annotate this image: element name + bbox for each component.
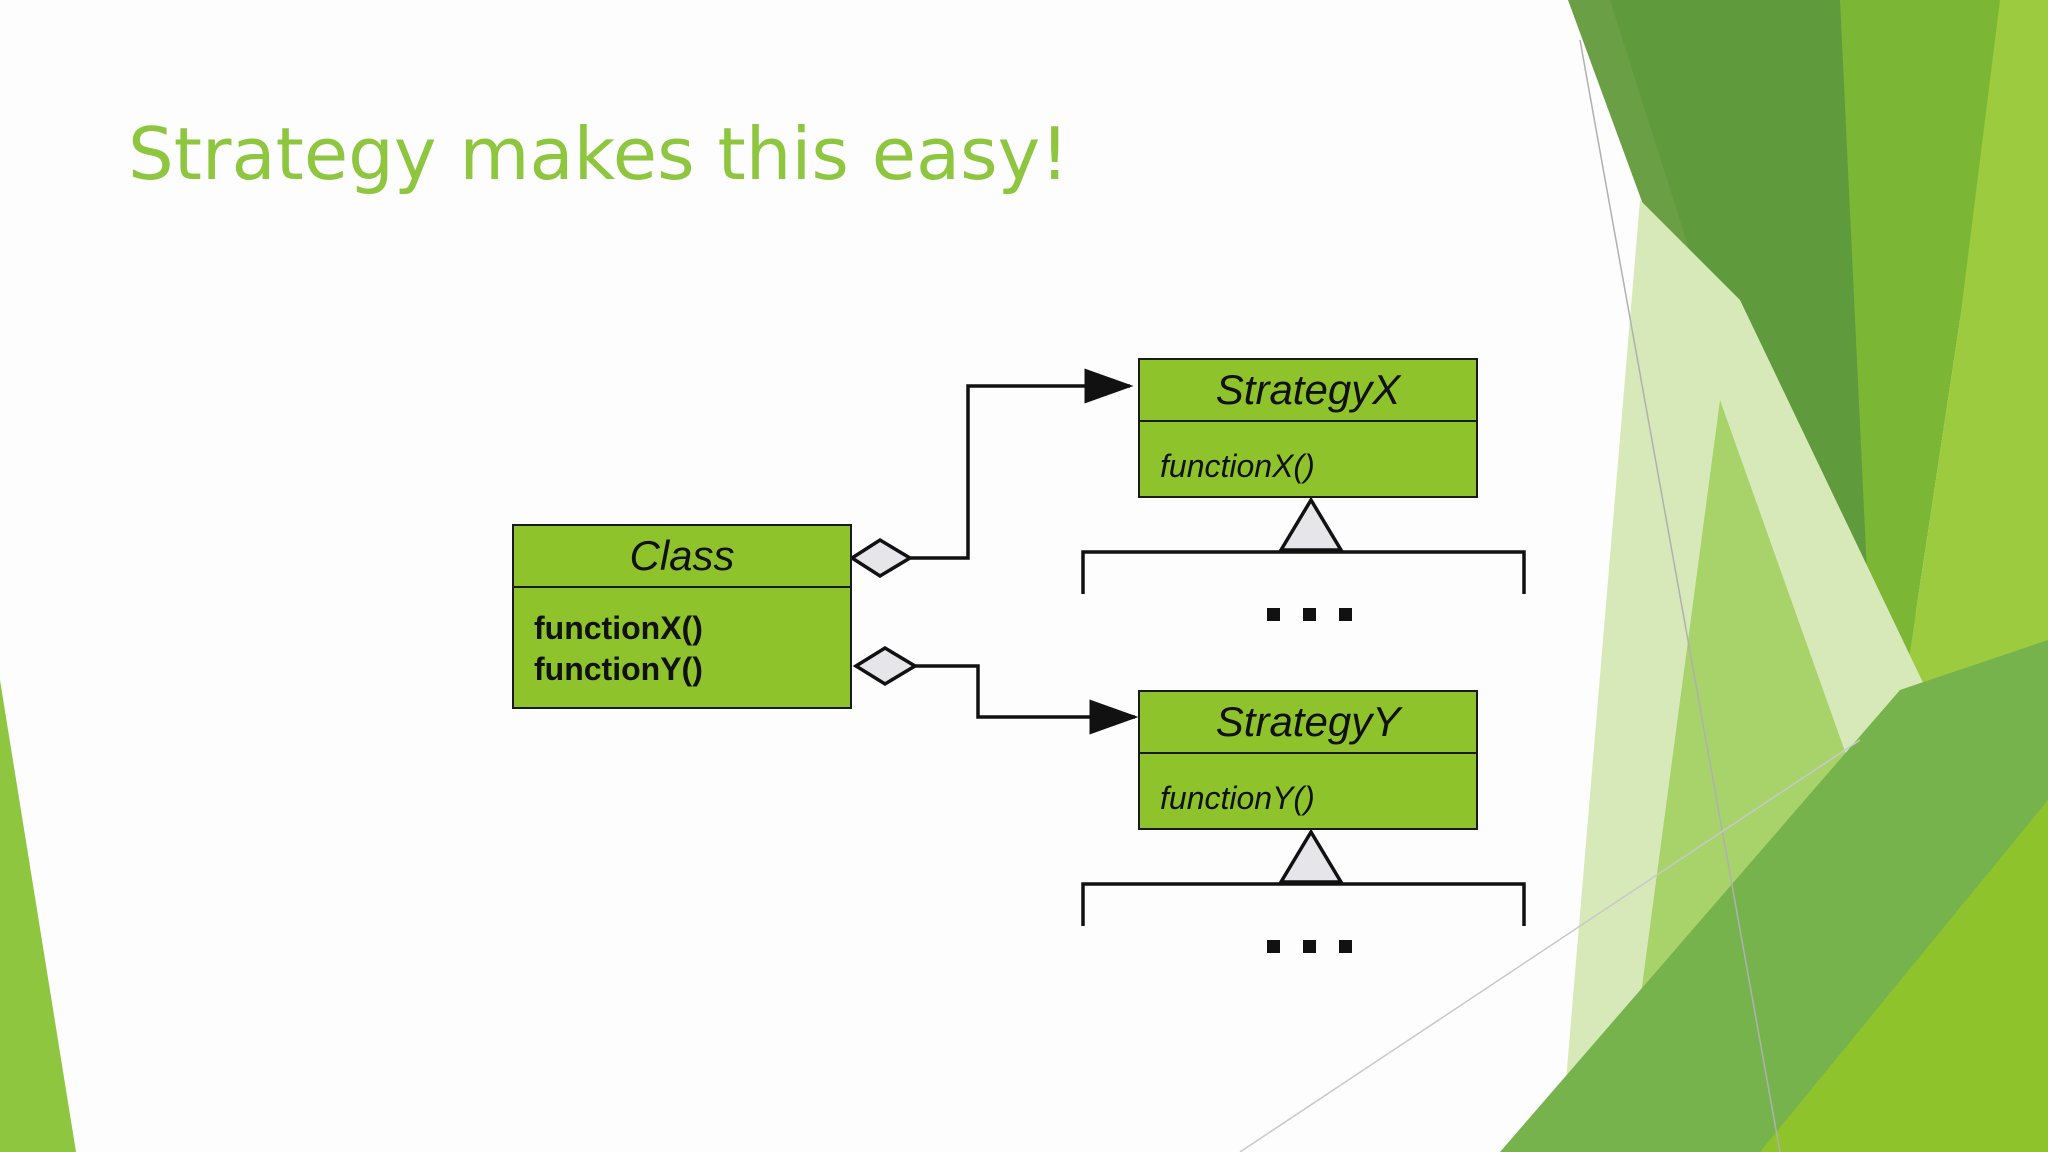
slide-title: Strategy makes this easy! bbox=[128, 112, 1070, 196]
class-name: Class bbox=[514, 526, 850, 588]
strategy-x-box: StrategyX functionX() bbox=[1138, 358, 1478, 498]
inheritance-triangle-y bbox=[1277, 828, 1345, 884]
aggregation-diamond-x bbox=[848, 537, 914, 579]
thin-line-1 bbox=[1579, 39, 1781, 1152]
association-line-y bbox=[915, 664, 1139, 735]
inheritance-triangle-x bbox=[1277, 496, 1345, 552]
bottom-bright-shape bbox=[1760, 800, 2048, 1152]
subclass-bracket-y bbox=[1081, 882, 1526, 926]
class-method-function-y: functionY() bbox=[534, 651, 703, 687]
subclass-bracket-x bbox=[1081, 550, 1526, 594]
class-method-function-x: functionX() bbox=[534, 610, 703, 646]
strategy-x-method: functionX() bbox=[1160, 448, 1315, 484]
aggregation-diamond-y bbox=[852, 645, 919, 687]
left-accent-shape bbox=[0, 680, 76, 1152]
class-box: Class functionX() functionY() bbox=[512, 524, 852, 709]
strategy-x-methods: functionX() bbox=[1140, 422, 1476, 487]
strategy-y-method: functionY() bbox=[1160, 780, 1315, 816]
strategy-y-box: StrategyY functionY() bbox=[1138, 690, 1478, 830]
strategy-y-name: StrategyY bbox=[1140, 692, 1476, 754]
thin-line-2 bbox=[1239, 739, 1861, 1152]
association-line-x bbox=[910, 368, 1134, 560]
ellipsis-x bbox=[1267, 608, 1352, 621]
strategy-x-name: StrategyX bbox=[1140, 360, 1476, 422]
strategy-y-methods: functionY() bbox=[1140, 754, 1476, 819]
ellipsis-y bbox=[1267, 940, 1352, 953]
class-methods: functionX() functionY() bbox=[514, 588, 850, 690]
